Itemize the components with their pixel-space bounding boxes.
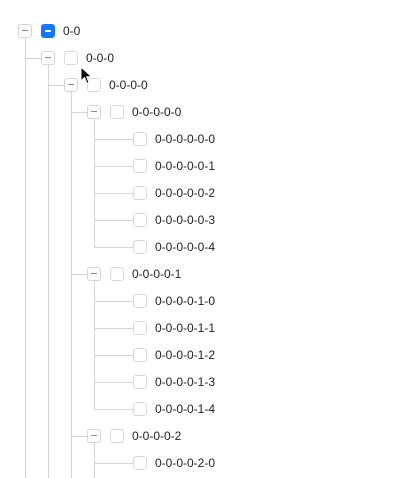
tree-node-label[interactable]: 0-0-0-0-0	[132, 105, 182, 119]
tree-node-label[interactable]: 0-0-0-0-0-3	[155, 213, 216, 227]
tree-connector-line	[94, 463, 133, 464]
tree-node-label[interactable]: 0-0-0-0-0-0	[155, 132, 216, 146]
tree-node-label[interactable]: 0-0-0-0-2-0	[155, 456, 216, 470]
tree-node-checkbox[interactable]	[133, 348, 147, 362]
tree-connector-line	[94, 382, 133, 383]
tree-node-label[interactable]: 0-0-0-0-0-2	[155, 186, 216, 200]
tree-node-checkbox[interactable]	[64, 51, 78, 65]
tree-node-checkbox[interactable]	[87, 78, 101, 92]
tree-node-checkbox[interactable]	[133, 132, 147, 146]
tree-node-label[interactable]: 0-0-0-0-1-4	[155, 402, 216, 416]
tree-node-label[interactable]: 0-0-0-0-1-3	[155, 375, 216, 389]
collapse-icon[interactable]	[87, 429, 101, 443]
tree-node-checkbox[interactable]	[133, 456, 147, 470]
tree-connector-line	[94, 166, 133, 167]
tree-connector-line	[25, 58, 41, 59]
tree-connector-line	[71, 274, 87, 275]
tree-node-label[interactable]: 0-0	[63, 24, 81, 38]
tree-connector-line	[94, 220, 133, 221]
tree-node-checkbox[interactable]	[41, 24, 55, 38]
tree-connector-line	[71, 436, 87, 437]
tree-connector-line	[94, 301, 133, 302]
tree-connector-line	[48, 85, 64, 86]
tree-node-checkbox[interactable]	[133, 294, 147, 308]
mouse-pointer-icon	[80, 66, 93, 85]
tree-node-label[interactable]: 0-0-0-0-2	[132, 429, 182, 443]
tree-connector-line	[94, 409, 133, 410]
tree-connector-line	[94, 139, 133, 140]
tree-node-checkbox[interactable]	[133, 240, 147, 254]
tree-node-checkbox[interactable]	[110, 267, 124, 281]
tree-connector-line	[71, 92, 72, 478]
tree-node-checkbox[interactable]	[133, 321, 147, 335]
tree-node-checkbox[interactable]	[133, 186, 147, 200]
tree-connector-line	[25, 38, 26, 478]
tree-node-label[interactable]: 0-0-0-0-1	[132, 267, 182, 281]
collapse-icon[interactable]	[41, 51, 55, 65]
tree-node-checkbox[interactable]	[133, 213, 147, 227]
tree-connector-line	[94, 281, 95, 409]
tree-node-checkbox[interactable]	[110, 105, 124, 119]
collapse-icon[interactable]	[18, 24, 32, 38]
tree-connector-line	[94, 443, 95, 478]
tree-node-checkbox[interactable]	[133, 375, 147, 389]
tree-connector-line	[48, 65, 49, 478]
tree-node-label[interactable]: 0-0-0-0-1-1	[155, 321, 216, 335]
tree-connector-line	[94, 355, 133, 356]
tree-node-label[interactable]: 0-0-0	[86, 51, 115, 65]
collapse-icon[interactable]	[87, 105, 101, 119]
tree-node-label[interactable]: 0-0-0-0-1-2	[155, 348, 216, 362]
tree-node-label[interactable]: 0-0-0-0-1-0	[155, 294, 216, 308]
tree-connector-line	[94, 247, 133, 248]
collapse-icon[interactable]	[64, 78, 78, 92]
tree-node-checkbox[interactable]	[110, 429, 124, 443]
collapse-icon[interactable]	[87, 267, 101, 281]
tree-connector-line	[94, 193, 133, 194]
tree-node-checkbox[interactable]	[133, 402, 147, 416]
tree-connector-line	[94, 328, 133, 329]
tree-node-checkbox[interactable]	[133, 159, 147, 173]
tree-node-label[interactable]: 0-0-0-0	[109, 78, 148, 92]
tree-node-label[interactable]: 0-0-0-0-0-1	[155, 159, 216, 173]
tree-node-label[interactable]: 0-0-0-0-0-4	[155, 240, 216, 254]
tree-connector-line	[94, 119, 95, 247]
tree-connector-line	[71, 112, 87, 113]
